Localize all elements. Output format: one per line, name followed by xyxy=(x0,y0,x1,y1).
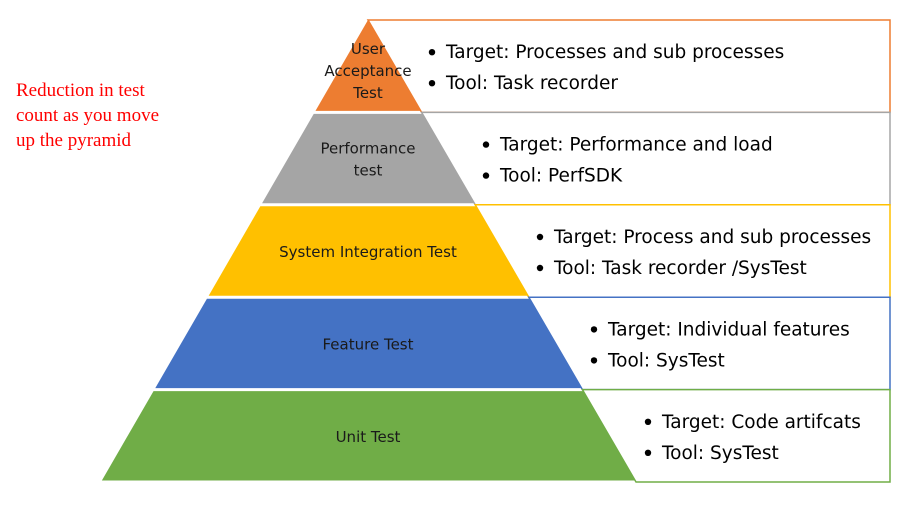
pyramid-band xyxy=(315,20,421,111)
bullet-text: Tool: Task recorder /SysTest xyxy=(553,258,807,279)
bullet-text: Tool: SysTest xyxy=(607,350,725,371)
level-info-box xyxy=(366,19,891,114)
bullet-text: Target: Processes and sub processes xyxy=(445,42,784,63)
bullet-text: Tool: PerfSDK xyxy=(499,166,623,187)
level-label: User xyxy=(351,40,386,58)
bullet-text: Target: Performance and load xyxy=(499,135,773,156)
bullet-text: Tool: SysTest xyxy=(661,443,779,464)
level-label: Unit Test xyxy=(336,428,401,446)
bullet-icon xyxy=(590,357,598,364)
note-line: Reduction in test xyxy=(16,80,145,101)
pyramid-band xyxy=(155,298,582,389)
bullet-icon xyxy=(428,49,436,56)
bullet-icon xyxy=(590,326,598,333)
bullet-text: Target: Individual features xyxy=(607,319,850,340)
level-info-box xyxy=(473,204,891,298)
level-label: System Integration Test xyxy=(279,243,457,261)
level-label: Acceptance xyxy=(324,62,411,80)
pyramid-band xyxy=(262,113,475,204)
bullet-icon xyxy=(644,449,652,456)
level-label: Feature Test xyxy=(323,335,414,353)
pyramid-band xyxy=(208,206,528,296)
bullet-icon xyxy=(482,172,490,179)
bullet-text: Target: Process and sub processes xyxy=(553,227,871,248)
bullet-icon xyxy=(428,80,436,87)
bullet-text: Tool: Task recorder xyxy=(445,73,618,94)
pyramid-level: System Integration Test Target: Process a… xyxy=(208,204,891,298)
level-label: test xyxy=(354,162,383,180)
bullet-icon xyxy=(644,418,652,425)
bullet-icon xyxy=(536,233,544,241)
pyramid-level: Performance test Target: Performance and l… xyxy=(262,111,891,206)
note-line: up the pyramid xyxy=(16,130,132,151)
bullet-text: Target: Code artifcats xyxy=(661,412,861,433)
level-label: Test xyxy=(352,84,383,102)
reduction-note: Reduction in test count as you move up t… xyxy=(16,78,226,153)
pyramid-level: Feature Test Target: Individual featuresT… xyxy=(155,296,891,391)
pyramid-band xyxy=(101,391,636,481)
note-line: count as you move xyxy=(16,105,160,126)
level-label: Performance xyxy=(320,140,415,158)
level-info-box xyxy=(581,388,891,483)
level-info-box xyxy=(420,111,891,206)
bullet-icon xyxy=(536,264,544,272)
bullet-icon xyxy=(482,141,490,148)
level-info-box xyxy=(527,296,891,391)
